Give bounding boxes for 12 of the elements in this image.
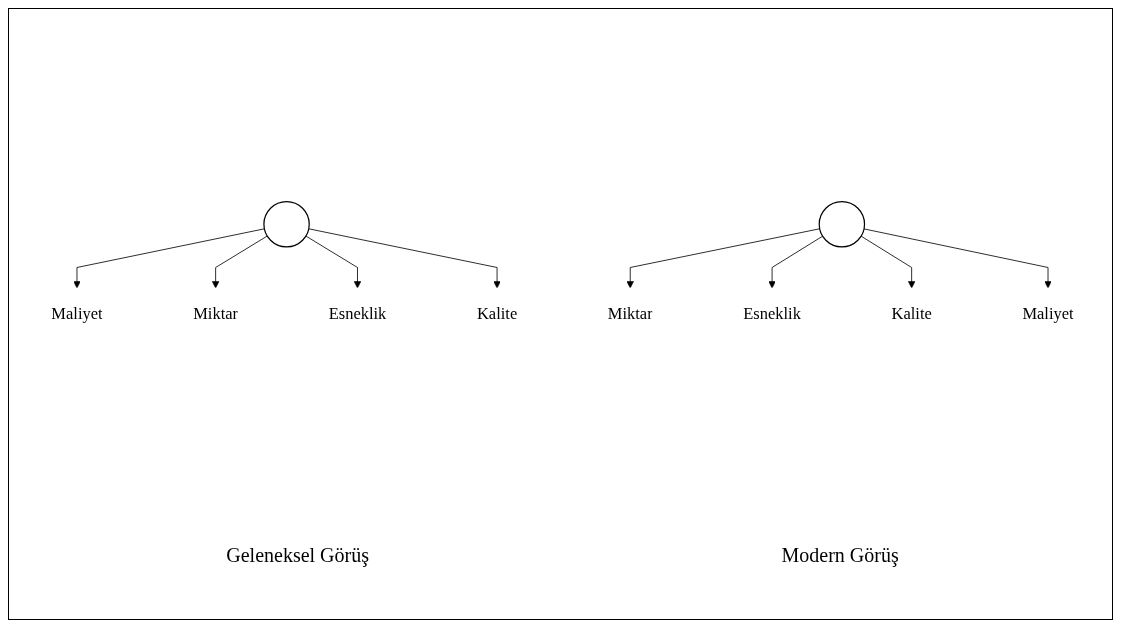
node-circle: [263, 201, 310, 248]
node-text: Miktar: [607, 304, 653, 323]
node-text: Esneklik: [328, 304, 387, 323]
node-text: Miktar: [193, 304, 239, 323]
panel-caption: Modern Görüş: [780, 543, 900, 569]
node-circle: [818, 201, 866, 248]
panel-caption: Geleneksel Görüş: [225, 543, 370, 569]
node-text: Kalite: [891, 304, 932, 323]
node-text: Maliyet: [51, 304, 103, 323]
node-text: Kalite: [476, 304, 518, 323]
node-text: Esneklik: [743, 304, 801, 323]
node-text: Maliyet: [1022, 304, 1074, 323]
